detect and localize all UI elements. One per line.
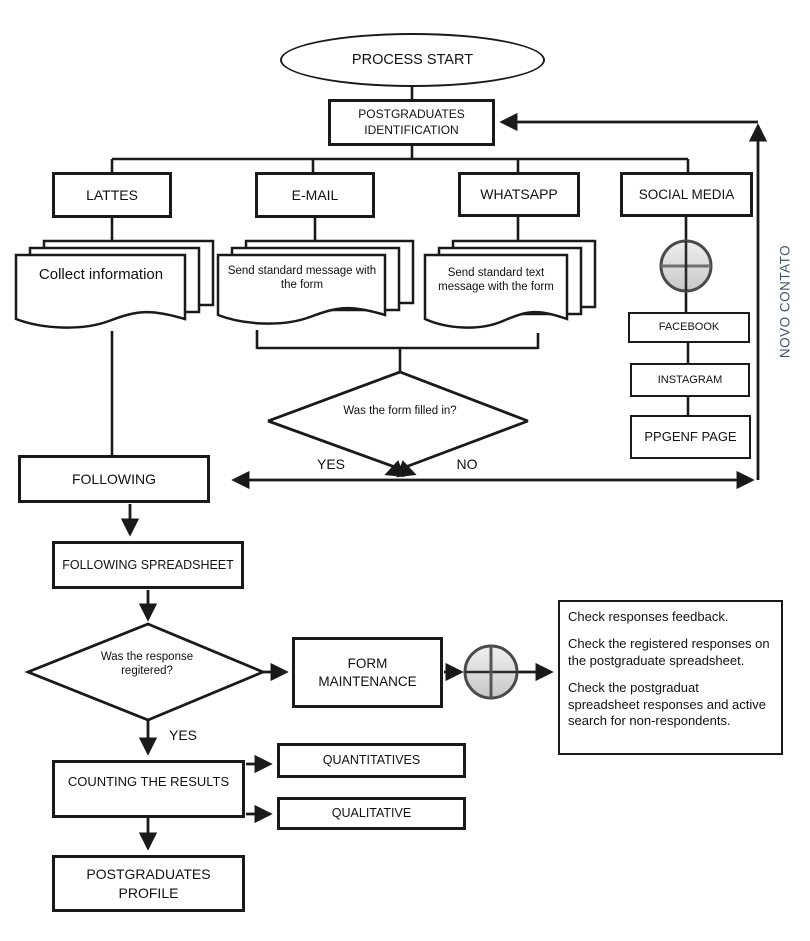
ppgenf-page-node: PPGENF PAGE: [630, 415, 751, 459]
collect-information-label: Collect information: [38, 266, 164, 283]
qualitative-node: QUALITATIVE: [277, 797, 466, 830]
process-start-label: PROCESS START: [351, 51, 474, 68]
email-node: E-MAIL: [255, 172, 375, 218]
following-spreadsheet-node: FOLLOWING SPREADSHEET: [52, 541, 244, 589]
email-message-document: [216, 239, 415, 325]
check-notes-panel: Check responses feedback. Check the regi…: [558, 600, 783, 755]
process-start-node: PROCESS START: [280, 33, 545, 87]
whatsapp-node: WHATSAPP: [458, 172, 580, 217]
whatsapp-message-label: Send standard text message with the form: [438, 267, 554, 294]
counting-results-node: COUNTING THE RESULTS: [52, 760, 245, 818]
postgraduates-identification-label: POSTGRADUATES IDENTIFICATION: [358, 106, 465, 137]
counting-results-label: COUNTING THE RESULTS: [67, 774, 230, 789]
whatsapp-label: WHATSAPP: [480, 186, 558, 203]
decision-response-question: Was the response regitered?: [100, 651, 194, 678]
following-spreadsheet-label: FOLLOWING SPREADSHEET: [62, 557, 234, 572]
postgraduates-profile-label: POSTGRADUATES PROFILE: [86, 866, 211, 901]
quantitatives-label: QUANTITATIVES: [322, 753, 421, 768]
novo-contato-label: NOVO CONTATO: [777, 244, 793, 359]
postgraduates-profile-node: POSTGRADUATES PROFILE: [52, 855, 245, 912]
following-label: FOLLOWING: [71, 470, 156, 487]
ppgenf-page-label: PPGENF PAGE: [644, 428, 737, 444]
form-maintenance-label: FORM MAINTENANCE: [318, 655, 417, 689]
social-media-node: SOCIAL MEDIA: [620, 172, 753, 217]
qualitative-label: QUALITATIVE: [331, 806, 412, 821]
maintenance-connector-icon: [463, 644, 519, 700]
social-media-label: SOCIAL MEDIA: [638, 186, 735, 202]
email-label: E-MAIL: [291, 186, 339, 203]
decision-form-shape: [267, 370, 529, 478]
decision-response-yes-label: YES: [168, 727, 197, 743]
following-node: FOLLOWING: [18, 455, 210, 503]
check-note-3: Check the postgraduat spreadsheet respon…: [568, 679, 767, 729]
quantitatives-node: QUANTITATIVES: [277, 743, 466, 778]
facebook-label: FACEBOOK: [658, 321, 720, 334]
email-message-label: Send standard message with the form: [227, 265, 377, 292]
check-note-2: Check the registered responses on the po…: [568, 635, 770, 668]
instagram-label: INSTAGRAM: [657, 373, 723, 386]
form-maintenance-node: FORM MAINTENANCE: [292, 637, 443, 708]
lattes-node: LATTES: [52, 172, 172, 218]
postgraduates-identification-node: POSTGRADUATES IDENTIFICATION: [328, 99, 495, 146]
decision-form-no-label: NO: [456, 456, 478, 472]
instagram-node: INSTAGRAM: [630, 363, 750, 397]
whatsapp-message-document: [423, 239, 597, 329]
decision-form-yes-label: YES: [316, 456, 345, 472]
decision-form-question: Was the form filled in?: [343, 405, 457, 417]
lattes-label: LATTES: [86, 186, 138, 203]
facebook-node: FACEBOOK: [628, 312, 750, 343]
collect-information-document: [14, 239, 215, 329]
check-note-1: Check responses feedback.: [568, 609, 729, 624]
social-connector-icon: [659, 239, 713, 293]
